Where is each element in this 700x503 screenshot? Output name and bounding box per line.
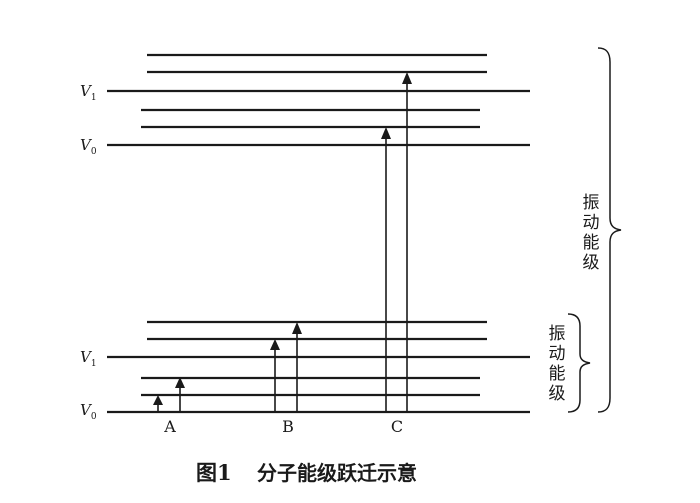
small-brace-label: 振 动 能 级 <box>549 324 566 404</box>
arrow-b-short-head <box>270 339 280 350</box>
transition-label-a: A <box>163 417 176 436</box>
arrow-c-long-head <box>402 72 412 84</box>
svg-text:V0: V0 <box>80 401 97 422</box>
upper-v0-label: V0 <box>80 136 97 157</box>
svg-text:振: 振 <box>583 193 600 213</box>
large-brace <box>597 47 622 413</box>
transition-label-c: C <box>391 417 403 436</box>
upper-state-levels <box>107 53 530 147</box>
lower-v0-label: V0 <box>80 401 97 422</box>
svg-text:动: 动 <box>583 213 600 233</box>
svg-text:级: 级 <box>583 253 600 273</box>
arrow-b-long-head <box>292 322 302 334</box>
svg-text:能: 能 <box>549 364 566 384</box>
arrow-a-short-head <box>153 395 163 405</box>
small-brace <box>567 313 591 413</box>
caption-title: 分子能级跃迁示意 <box>257 461 417 485</box>
large-brace-label: 振 动 能 级 <box>583 193 600 273</box>
transition-label-b: B <box>282 417 294 436</box>
svg-text:振: 振 <box>549 324 566 344</box>
svg-text:V0: V0 <box>80 136 97 157</box>
figure-caption: 图1 分子能级跃迁示意 <box>196 460 417 485</box>
lower-state-levels <box>107 320 530 414</box>
arrow-c-short-head <box>381 127 391 139</box>
caption-figure-number: 图1 <box>196 460 232 485</box>
lower-v1-label: V1 <box>80 348 97 369</box>
arrow-a-long-head <box>175 377 185 388</box>
svg-text:V1: V1 <box>80 82 97 103</box>
svg-text:级: 级 <box>549 384 566 404</box>
svg-text:V1: V1 <box>80 348 97 369</box>
upper-v1-label: V1 <box>80 82 97 103</box>
transition-arrows <box>153 72 412 412</box>
svg-text:能: 能 <box>583 233 600 253</box>
svg-text:动: 动 <box>549 344 566 364</box>
